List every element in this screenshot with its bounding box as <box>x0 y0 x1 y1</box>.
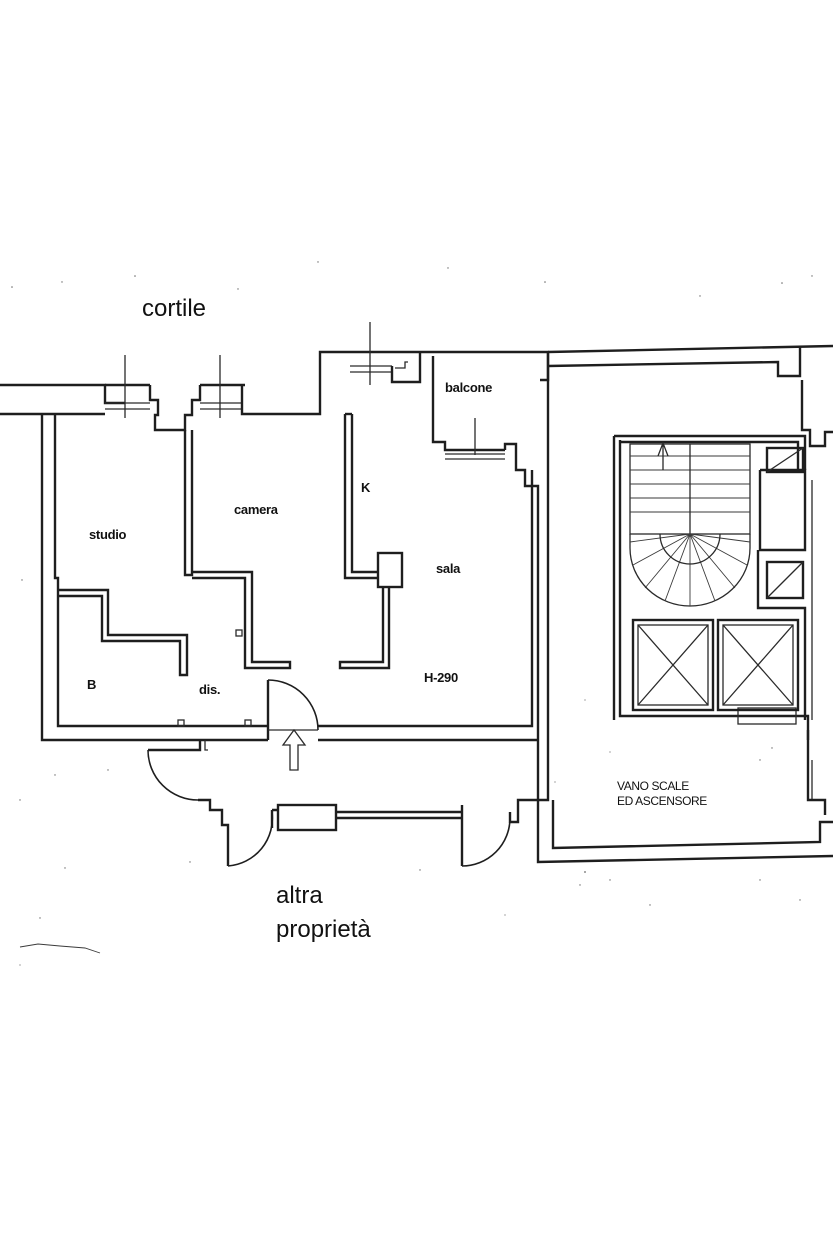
room-label-hall: dis. <box>199 682 220 697</box>
courtyard-label: cortile <box>142 295 206 322</box>
other-property-label-line1: altra <box>276 882 323 909</box>
stair-flights <box>629 441 751 607</box>
stair-core-walls <box>536 344 833 864</box>
room-label-camera: camera <box>234 502 279 517</box>
entrance-arrow-icon <box>281 728 307 771</box>
elevator-cross-icon <box>631 618 800 712</box>
room-label-bath: B <box>87 677 96 692</box>
other-property-label-line2: proprietà <box>276 916 371 943</box>
apartment-walls <box>0 322 550 742</box>
room-label-kitchen: K <box>361 480 371 495</box>
stair-label-line2: ED ASCENSORE <box>617 794 707 808</box>
ceiling-height-label: H-290 <box>424 670 458 685</box>
stair-label-line1: VANO SCALE <box>617 779 689 793</box>
landing-walls <box>147 740 548 867</box>
room-label-balcony: balcone <box>445 380 492 395</box>
entrance-door <box>266 679 319 740</box>
room-label-studio: studio <box>89 527 127 542</box>
room-label-living: sala <box>436 561 461 576</box>
scan-speckles <box>11 261 813 966</box>
